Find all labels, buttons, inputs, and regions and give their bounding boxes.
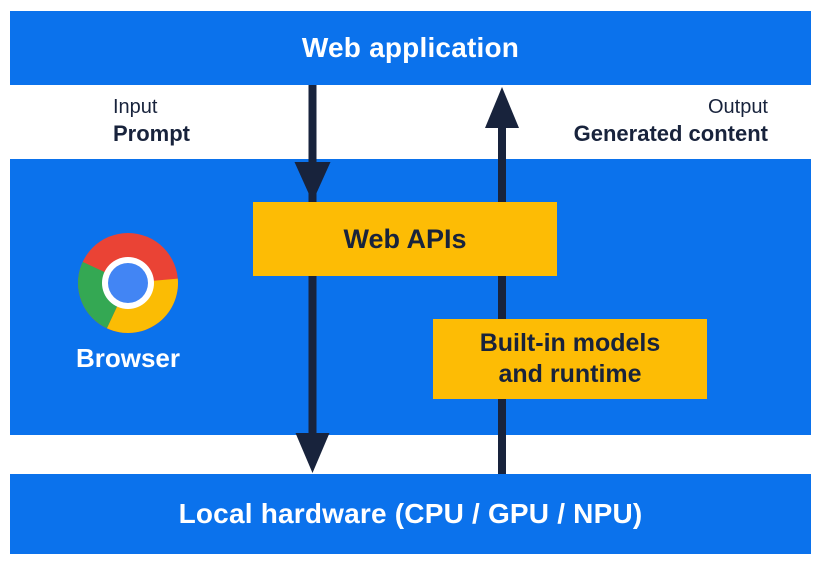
local-hardware-layer: Local hardware (CPU / GPU / NPU) bbox=[10, 474, 811, 554]
input-label-group: Input Prompt bbox=[113, 95, 190, 147]
input-value: Prompt bbox=[113, 121, 190, 146]
output-value: Generated content bbox=[573, 121, 768, 146]
web-application-layer: Web application bbox=[10, 11, 811, 85]
local-hardware-label: Local hardware (CPU / GPU / NPU) bbox=[178, 498, 643, 529]
browser-group: Browser bbox=[63, 233, 193, 374]
builtin-models-box: Built-in models and runtime bbox=[433, 319, 707, 399]
chrome-logo-icon bbox=[78, 233, 178, 333]
output-title: Output bbox=[707, 96, 768, 118]
web-application-label: Web application bbox=[301, 32, 520, 63]
browser-label: Browser bbox=[75, 343, 181, 373]
web-apis-box: Web APIs bbox=[253, 202, 557, 276]
builtin-models-label-line2: and runtime bbox=[498, 360, 642, 388]
web-apis-label: Web APIs bbox=[343, 223, 467, 254]
input-title: Input bbox=[113, 96, 158, 118]
builtin-models-label-line1: Built-in models bbox=[479, 329, 661, 357]
output-label-group: Output Generated content bbox=[574, 95, 768, 147]
